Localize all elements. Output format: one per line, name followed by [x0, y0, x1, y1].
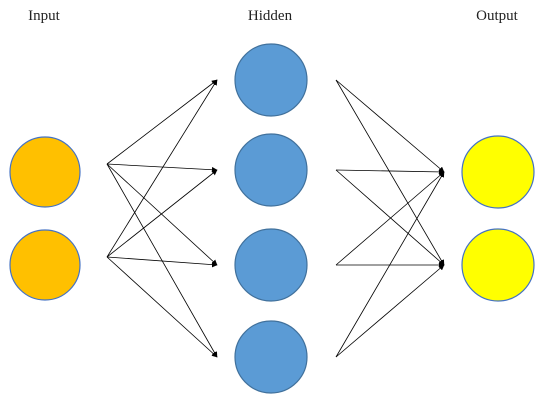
edge-input1-hidden3	[106, 163, 218, 266]
hidden-neuron-2	[234, 133, 308, 207]
edge-hidden1-output1	[335, 79, 445, 173]
output-layer-label: Output	[476, 8, 518, 24]
connection-edges	[106, 79, 445, 358]
edge-hidden4-output2	[335, 264, 445, 358]
edge-hidden2-output2	[335, 169, 445, 266]
output-neuron-1	[461, 135, 535, 209]
edge-input1-hidden1	[106, 79, 218, 165]
edge-input1-hidden4	[106, 163, 218, 358]
edge-input2-hidden3	[106, 256, 218, 268]
neuron-nodes	[9, 43, 535, 394]
input-layer-label: Input	[28, 8, 60, 24]
edge-input2-hidden1	[106, 79, 218, 258]
edge-input2-hidden2	[106, 169, 218, 258]
hidden-neuron-3	[234, 228, 308, 302]
hidden-neuron-1	[234, 43, 308, 117]
edge-input1-hidden2	[106, 163, 218, 173]
edge-hidden4-output1	[335, 171, 445, 358]
input-neuron-2	[9, 229, 81, 301]
edge-hidden3-output1	[335, 171, 445, 266]
hidden-neuron-4	[234, 320, 308, 394]
hidden-layer-label: Hidden	[247, 8, 293, 24]
output-neuron-2	[461, 228, 535, 302]
input-neuron-1	[9, 136, 81, 208]
edge-hidden2-output1	[335, 169, 445, 175]
edge-input2-hidden4	[106, 256, 218, 358]
edge-hidden1-output2	[335, 79, 445, 266]
